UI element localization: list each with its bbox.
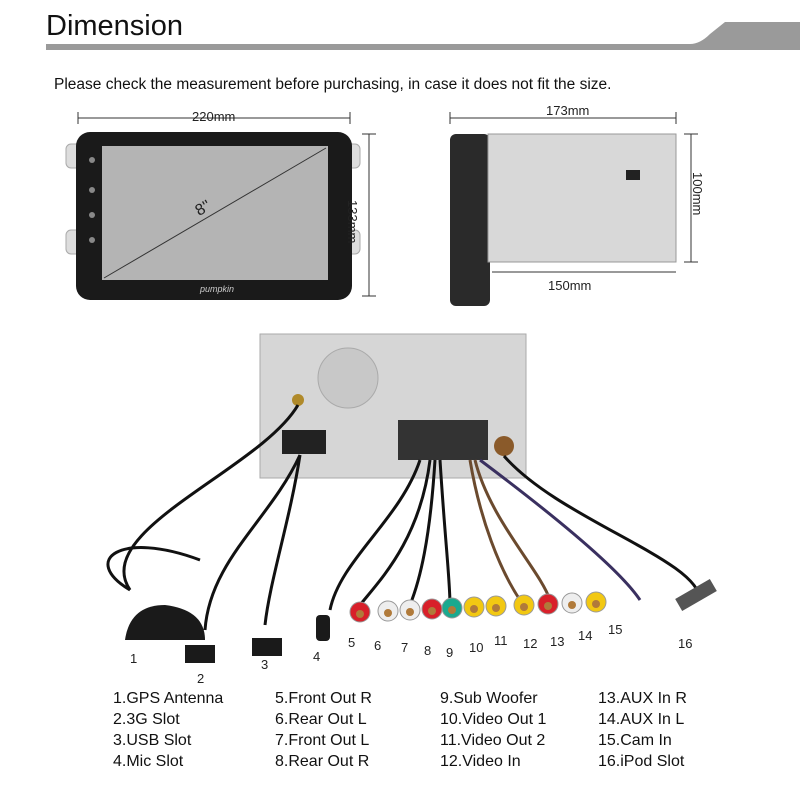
side-height-label: 100mm [690, 172, 705, 216]
legend-item: 2.3G Slot [113, 711, 180, 728]
rca-pin [592, 600, 600, 608]
legend-item: 11.Video Out 2 [440, 732, 546, 749]
legend-item: 8.Rear Out R [275, 753, 370, 770]
rca-pin [544, 602, 552, 610]
rca-pin [428, 607, 436, 615]
connector-number-6: 6 [374, 638, 382, 653]
legend-item: 10.Video Out 1 [440, 711, 547, 728]
rca-pin [470, 605, 478, 613]
connector-number-4: 4 [313, 649, 321, 664]
gps-antenna-puck [125, 605, 205, 640]
connector-number-2: 2 [197, 671, 205, 686]
legend-item: 7.Front Out L [275, 732, 370, 749]
connector-number-10: 10 [469, 640, 484, 655]
connector-number-5: 5 [348, 635, 356, 650]
ipod-connector [675, 578, 717, 612]
usb-connector [252, 638, 282, 656]
legend-item: 3.USB Slot [113, 732, 192, 749]
rca-pin [568, 601, 576, 609]
front-width-label: 220mm [192, 109, 236, 124]
side-depth-bottom-label: 150mm [548, 278, 592, 293]
brand-logo: pumpkin [200, 284, 235, 294]
connector-number-12: 12 [523, 636, 538, 651]
cables [106, 404, 702, 631]
side-depth-top-label: 173mm [546, 103, 590, 118]
legend-item: 5.Front Out R [275, 690, 372, 707]
usb-3g-connector [185, 645, 215, 663]
legend-item: 15.Cam In [598, 732, 672, 749]
rca-pin [356, 610, 364, 618]
legend-item: 4.Mic Slot [113, 753, 184, 770]
rca-pin [406, 608, 414, 616]
mic-jack [316, 615, 330, 641]
legend-item: 9.Sub Woofer [440, 690, 538, 707]
page-subtitle: Please check the measurement before purc… [54, 76, 612, 93]
front-height-label: 133mm [345, 200, 360, 244]
front-unit-image [65, 112, 376, 300]
rca-pin [384, 609, 392, 617]
legend-item: 1.GPS Antenna [113, 690, 224, 707]
rca-pin [492, 604, 500, 612]
side-unit-image [449, 112, 698, 306]
legend-item: 16.iPod Slot [598, 753, 685, 770]
connectors [125, 578, 717, 663]
legend-item: 14.AUX In L [598, 711, 685, 728]
connector-number-13: 13 [550, 634, 565, 649]
rca-pin [520, 603, 528, 611]
rca-pin [448, 606, 456, 614]
connector-number-9: 9 [446, 645, 454, 660]
connector-number-15: 15 [608, 622, 623, 637]
connector-number-1: 1 [130, 651, 138, 666]
back-unit-image [259, 333, 527, 479]
connector-number-14: 14 [578, 628, 593, 643]
legend-item: 12.Video In [440, 753, 521, 770]
connector-number-16: 16 [678, 636, 693, 651]
connector-number-8: 8 [424, 643, 432, 658]
connector-number-7: 7 [401, 640, 409, 655]
page-title: Dimension [46, 10, 183, 42]
legend-item: 6.Rear Out L [275, 711, 367, 728]
connector-number-3: 3 [261, 657, 269, 672]
header-bar [46, 22, 800, 50]
connector-number-11: 11 [494, 633, 508, 648]
legend-item: 13.AUX In R [598, 690, 687, 707]
